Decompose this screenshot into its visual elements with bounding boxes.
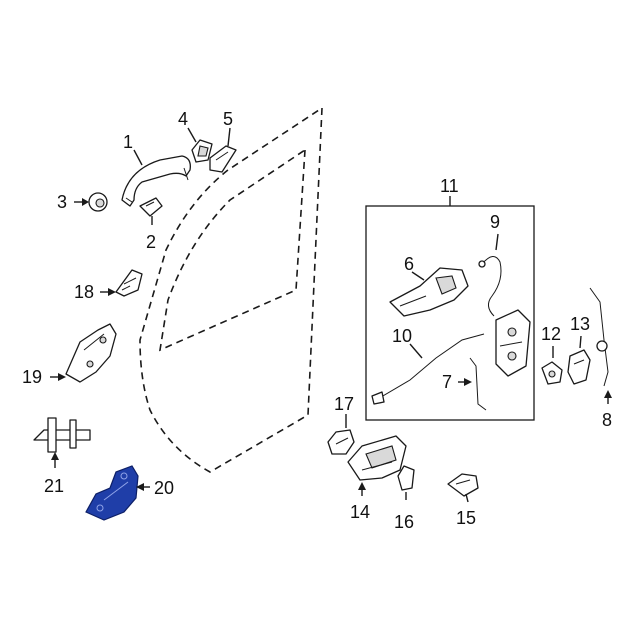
part-17-bracket[interactable]: [327, 429, 355, 455]
part-1-outside-handle[interactable]: [121, 155, 191, 207]
part-11-latch-assembly[interactable]: [495, 309, 531, 377]
callout-9: 9: [490, 212, 500, 232]
part-6-handle-assembly[interactable]: [389, 267, 469, 317]
callout-16: 16: [394, 512, 414, 532]
part-18-bracket[interactable]: [115, 269, 143, 297]
part-5-gasket[interactable]: [209, 145, 237, 173]
part-4-handle-cap[interactable]: [191, 139, 213, 163]
callout-3: 3: [57, 192, 67, 212]
part-10-rod[interactable]: [371, 333, 485, 405]
part-2-bezel[interactable]: [139, 197, 163, 217]
callout-6: 6: [404, 254, 414, 274]
part-9-cable[interactable]: [478, 256, 502, 317]
callout-13: 13: [570, 314, 590, 334]
part-16-switch[interactable]: [397, 465, 415, 491]
part-15-trim-clip[interactable]: [447, 473, 479, 497]
callout-1: 1: [123, 132, 133, 152]
group-box-11: [365, 196, 535, 421]
part-7-link-rod[interactable]: [469, 357, 487, 411]
part-14-inside-handle[interactable]: [347, 435, 407, 481]
part-13-cover[interactable]: [567, 349, 591, 385]
part-3-lock-cylinder[interactable]: [88, 192, 108, 212]
callout-10: 10: [392, 326, 412, 346]
door-outline: [139, 106, 323, 473]
callout-15: 15: [456, 508, 476, 528]
callout-7: 7: [442, 372, 452, 392]
part-12-striker-plate[interactable]: [541, 361, 563, 385]
part-21-door-check[interactable]: [33, 417, 91, 453]
callout-14: 14: [350, 502, 370, 522]
callout-18: 18: [74, 282, 94, 302]
callout-17: 17: [334, 394, 354, 414]
part-20-lower-hinge[interactable]: [85, 465, 139, 521]
callout-12: 12: [541, 324, 561, 344]
callout-19: 19: [22, 367, 42, 387]
part-8-rod[interactable]: [589, 287, 609, 387]
callout-5: 5: [223, 109, 233, 129]
part-19-upper-hinge[interactable]: [65, 323, 117, 383]
callout-8: 8: [602, 410, 612, 430]
callout-21: 21: [44, 476, 64, 496]
callout-4: 4: [178, 109, 188, 129]
callout-20: 20: [154, 478, 174, 498]
callout-11: 11: [440, 176, 459, 196]
callout-2: 2: [146, 232, 156, 252]
